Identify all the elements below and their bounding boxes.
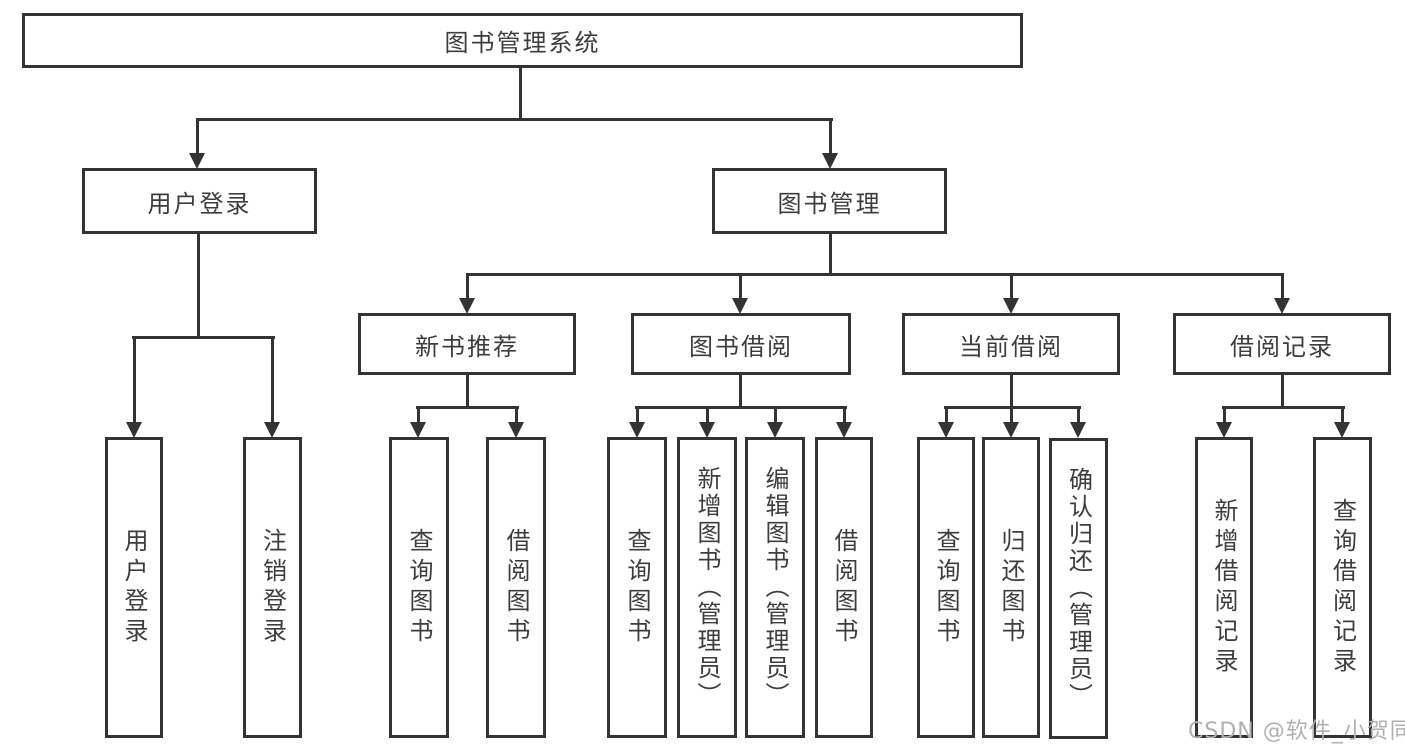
leaf-return-books: 归还图书 [982, 437, 1040, 738]
connector-line [196, 118, 199, 154]
connector-line [1077, 406, 1080, 423]
connector-line [196, 118, 833, 121]
arrowhead-down-icon [938, 422, 954, 438]
leaf-label: 新增图书（管理员） [693, 466, 721, 709]
node-book-borrowing: 图书借阅 [631, 313, 851, 375]
leaf-label: 归还图书 [997, 527, 1025, 648]
connector-line [133, 336, 136, 423]
connector-line [739, 273, 742, 299]
connector-line [739, 375, 742, 407]
node-label: 图书管理 [777, 189, 882, 218]
connector-line [1281, 375, 1284, 407]
arrowhead-down-icon [1070, 422, 1086, 438]
connector-line [1010, 406, 1013, 423]
connector-line [271, 336, 274, 423]
connector-line [774, 406, 777, 423]
arrowhead-down-icon [264, 422, 280, 438]
arrowhead-down-icon [822, 153, 838, 169]
leaf-label: 注销登录 [258, 527, 287, 648]
connector-line [843, 406, 846, 423]
leaf-label: 借阅图书 [502, 527, 530, 648]
connector-line [1010, 273, 1013, 299]
leaf-borrow-books-borrowing: 借阅图书 [815, 437, 873, 738]
leaf-add-book-admin: 新增图书（管理员） [677, 437, 737, 738]
leaf-query-books-borrowing: 查询图书 [607, 437, 667, 738]
connector-line [636, 406, 639, 423]
connector-line [515, 406, 518, 423]
connector-line [945, 406, 948, 423]
leaf-borrow-books-recommend: 借阅图书 [486, 437, 546, 738]
node-book-management: 图书管理 [712, 168, 947, 234]
leaf-query-borrow-record: 查询借阅记录 [1313, 437, 1372, 738]
leaf-label: 查询图书 [405, 527, 433, 648]
leaf-add-borrow-record: 新增借阅记录 [1195, 437, 1253, 738]
csdn-watermark: CSDN @软件_小贺同学 [1188, 719, 1405, 744]
leaf-edit-book-admin: 编辑图书（管理员） [745, 437, 805, 738]
arrowhead-down-icon [767, 422, 783, 438]
node-label: 图书管理系统 [444, 29, 601, 57]
leaf-logout: 注销登录 [243, 437, 302, 738]
node-label: 新书推荐 [415, 332, 519, 361]
connector-line [417, 406, 420, 423]
arrowhead-down-icon [1216, 422, 1232, 438]
node-label: 借阅记录 [1230, 332, 1334, 361]
connector-line [466, 273, 469, 299]
connector-line [197, 234, 200, 337]
connector-line [706, 406, 709, 423]
arrowhead-down-icon [1334, 422, 1350, 438]
connector-line [519, 68, 522, 119]
connector-line [416, 406, 519, 409]
leaf-label: 新增借阅记录 [1210, 497, 1238, 678]
node-current-borrowing: 当前借阅 [902, 313, 1120, 375]
arrowhead-down-icon [410, 422, 426, 438]
connector-line [132, 336, 275, 339]
leaf-label: 编辑图书（管理员） [761, 466, 789, 709]
connector-line [1010, 375, 1013, 407]
connector-line [829, 118, 832, 154]
leaf-label: 查询借阅记录 [1328, 497, 1357, 678]
leaf-label: 确认归还（管理员） [1064, 467, 1093, 710]
leaf-confirm-return-admin: 确认归还（管理员） [1049, 438, 1108, 739]
leaf-query-books-recommend: 查询图书 [389, 437, 449, 738]
connector-line [466, 375, 469, 407]
leaf-query-books-current: 查询图书 [917, 437, 975, 738]
node-borrowing-records: 借阅记录 [1173, 313, 1391, 375]
connector-line [829, 234, 832, 275]
connector-line [466, 273, 1284, 276]
connector-line [1223, 406, 1226, 423]
connector-line [635, 406, 847, 409]
node-label: 用户登录 [147, 189, 252, 218]
arrowhead-down-icon [732, 298, 748, 314]
connector-line [1281, 273, 1284, 299]
arrowhead-down-icon [836, 422, 852, 438]
connector-line [1222, 406, 1345, 409]
leaf-label: 查询图书 [932, 527, 960, 648]
node-user-login: 用户登录 [82, 168, 317, 234]
node-root-library-system: 图书管理系统 [22, 13, 1023, 68]
arrowhead-down-icon [629, 422, 645, 438]
connector-line [1341, 406, 1344, 423]
arrowhead-down-icon [508, 422, 524, 438]
leaf-label: 查询图书 [623, 527, 651, 648]
arrowhead-down-icon [126, 422, 142, 438]
arrowhead-down-icon [1003, 422, 1019, 438]
leaf-label: 借阅图书 [830, 527, 858, 648]
node-new-book-recommend: 新书推荐 [358, 313, 576, 375]
arrowhead-down-icon [1274, 298, 1290, 314]
arrowhead-down-icon [699, 422, 715, 438]
node-label: 图书借阅 [689, 332, 793, 361]
leaf-label: 用户登录 [120, 527, 148, 648]
node-label: 当前借阅 [959, 332, 1063, 361]
arrowhead-down-icon [189, 153, 205, 169]
arrowhead-down-icon [459, 298, 475, 314]
leaf-user-login: 用户登录 [105, 437, 163, 738]
arrowhead-down-icon [1003, 298, 1019, 314]
